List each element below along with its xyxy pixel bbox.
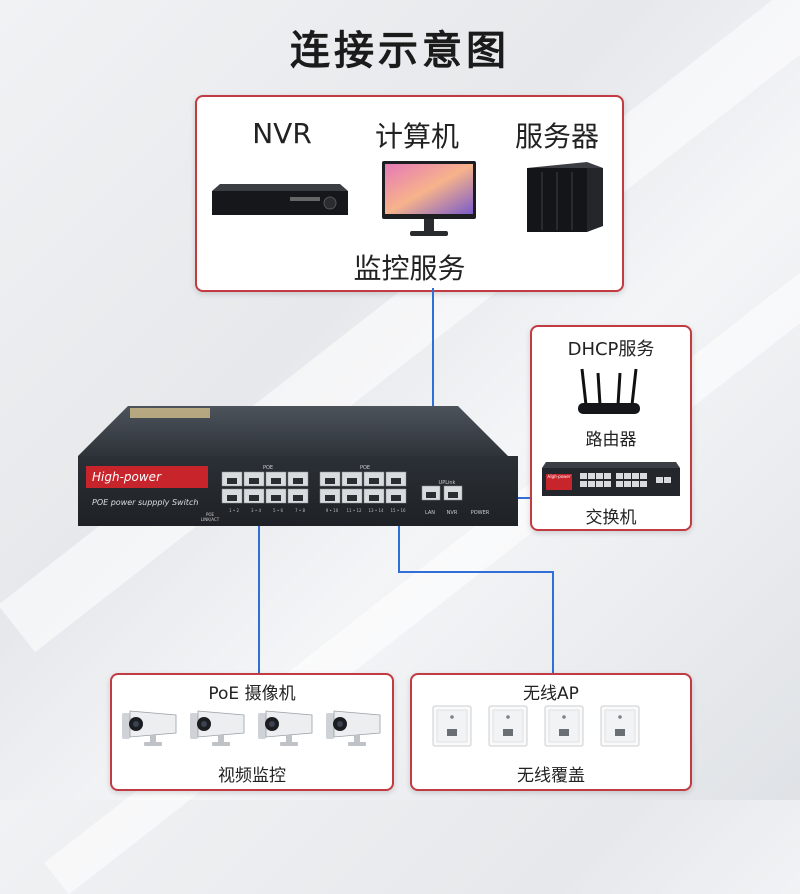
- dhcp-service-box: DHCP服务 路由器 High-power 交换机: [530, 325, 692, 531]
- wire-to-ap-horizontal: [398, 571, 553, 573]
- port-group-label: 11 • 12: [346, 508, 362, 513]
- switch-label: 交换机: [585, 508, 637, 528]
- camera-icon: [122, 710, 177, 746]
- router-icon: [578, 368, 640, 414]
- port-group-label: 3 • 4: [251, 508, 261, 513]
- mini-switch-brand: High-power: [547, 474, 571, 479]
- camera-icon: [258, 710, 313, 746]
- nvr-label: NVR: [252, 117, 312, 150]
- status-label: POE LINK/ACT: [200, 512, 220, 522]
- wire-to-cameras: [258, 510, 260, 673]
- port-group-label: 15 • 16: [390, 508, 406, 513]
- router-label: 路由器: [585, 430, 637, 450]
- uplink-wire-to-monitoring: [432, 288, 434, 484]
- port-group-label: 13 • 14: [368, 508, 384, 513]
- camera-icon: [326, 710, 381, 746]
- camera-icon: [190, 710, 245, 746]
- wireless-ap-icon: [600, 705, 640, 747]
- camera-heading: PoE 摄像机: [208, 684, 296, 704]
- camera-row: [120, 705, 386, 749]
- wire-to-ap-vertical: [398, 510, 400, 572]
- monitoring-service-caption: 监控服务: [353, 252, 466, 285]
- wireless-ap-icon: [432, 705, 472, 747]
- mini-switch-icon: [542, 462, 680, 496]
- monitoring-service-box: NVR 计算机 服务器 监控服务: [195, 95, 624, 292]
- server-rack-icon: [527, 162, 603, 232]
- power-label: POWER: [470, 510, 490, 516]
- nvr-device-icon: [212, 184, 348, 215]
- wireless-ap-icon: [488, 705, 528, 747]
- computer-label: 计算机: [374, 120, 459, 153]
- camera-caption: 视频监控: [218, 766, 286, 786]
- switch-subtitle: POE power suppply Switch: [92, 498, 199, 507]
- page-title: 连接示意图: [290, 28, 510, 74]
- wireless-ap-box: 无线AP 无线覆盖: [410, 673, 692, 791]
- ap-heading: 无线AP: [523, 684, 579, 704]
- ap-caption: 无线覆盖: [517, 766, 585, 786]
- poe-label-left: POE: [262, 465, 274, 471]
- monitor-icon: [382, 161, 476, 236]
- port-group-label: 5 • 6: [273, 508, 283, 513]
- wire-to-ap-down: [552, 571, 554, 673]
- ap-row: [432, 703, 672, 749]
- port-group-label: 9 • 10: [325, 508, 339, 513]
- port-group-label: 1 • 2: [229, 508, 239, 513]
- ethernet-port-array: [221, 471, 463, 504]
- lan-label: LAN: [424, 510, 436, 516]
- switch-brand: High-power: [92, 470, 161, 484]
- nvr-port-label: NVR: [446, 510, 458, 516]
- dhcp-heading: DHCP服务: [567, 339, 655, 360]
- uplink-label: UPLink: [438, 480, 456, 486]
- poe-camera-box: PoE 摄像机 视频监控: [110, 673, 394, 791]
- server-label: 服务器: [514, 120, 599, 153]
- port-group-label: 7 • 8: [295, 508, 305, 513]
- wireless-ap-icon: [544, 705, 584, 747]
- poe-label-right: POE: [359, 465, 371, 471]
